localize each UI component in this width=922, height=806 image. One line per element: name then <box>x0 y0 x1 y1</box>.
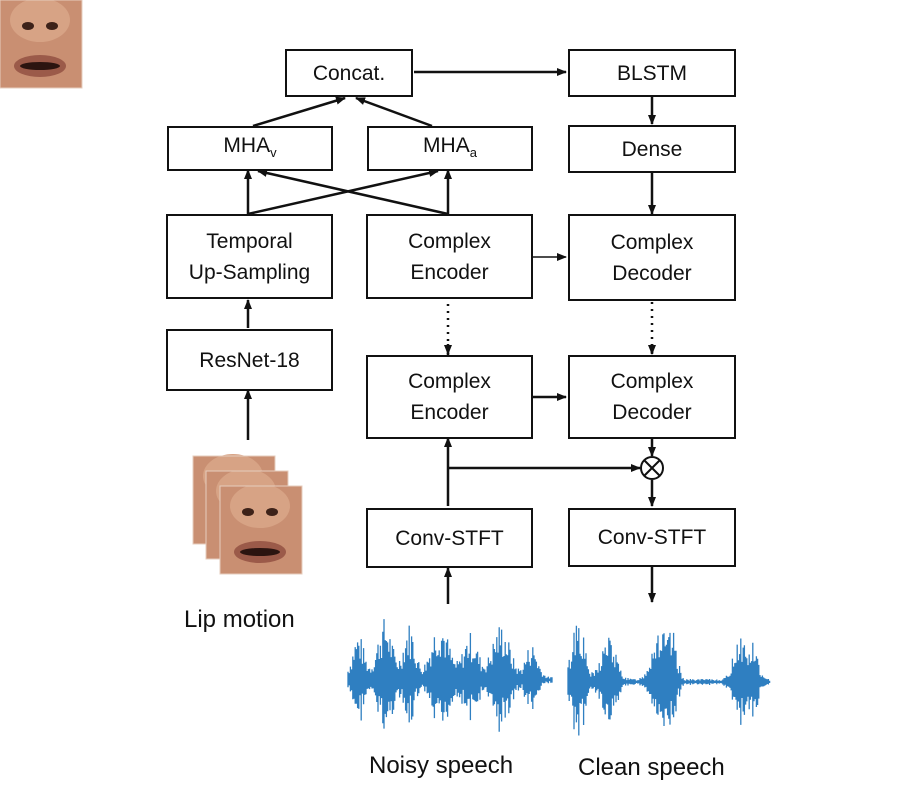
lip-frames-image <box>0 0 303 575</box>
complex-decoder-top-block: Complex Decoder <box>568 214 736 301</box>
complex-decoder-bottom-block: Complex Decoder <box>568 355 736 439</box>
arrow-mhaa-to-concat <box>355 96 433 128</box>
blstm-label: BLSTM <box>616 61 687 85</box>
complex-encoder-top-block: Complex Encoder <box>366 214 533 299</box>
encoder-bottom-line1: Complex <box>408 370 491 393</box>
arrow-temporal-to-mhaa <box>247 169 439 216</box>
temporal-label-line2: Up-Sampling <box>188 260 311 284</box>
mha-v-label: MHAv <box>223 133 277 160</box>
conv-stft-input-label: Conv-STFT <box>395 526 504 550</box>
conv-stft-input-block: Conv-STFT <box>366 508 533 568</box>
decoder-top-line1: Complex <box>610 230 694 254</box>
noisy-speech-waveform <box>347 619 553 732</box>
temporal-label-line1: Temporal <box>206 229 293 253</box>
mha-a-block: MHAa <box>367 126 533 171</box>
multiply-icon <box>640 456 664 480</box>
arrow-mhav-to-concat <box>252 96 346 128</box>
decoder-bottom-line1: Complex <box>610 370 694 393</box>
blstm-block: BLSTM <box>568 49 736 97</box>
concat-label: Concat. <box>312 61 386 85</box>
decoder-bottom-line2: Decoder <box>612 401 692 424</box>
resnet-block: ResNet-18 <box>166 329 333 391</box>
encoder-top-line1: Complex <box>408 229 491 253</box>
decoder-top-line2: Decoder <box>612 261 692 285</box>
resnet-label: ResNet-18 <box>199 348 300 372</box>
conv-stft-output-label: Conv-STFT <box>597 526 707 549</box>
noisy-speech-caption: Noisy speech <box>369 752 514 779</box>
encoder-bottom-line2: Encoder <box>410 401 489 424</box>
dense-label: Dense <box>621 137 683 161</box>
arrow-encoder-to-mhav <box>257 169 449 216</box>
clean-speech-caption: Clean speech <box>578 754 725 781</box>
temporal-upsampling-block: Temporal Up-Sampling <box>166 214 333 299</box>
mha-v-block: MHAv <box>167 126 333 171</box>
conv-stft-output-block: Conv-STFT <box>568 508 736 567</box>
dense-block: Dense <box>568 125 736 173</box>
lip-motion-caption: Lip motion <box>184 606 295 633</box>
encoder-top-line2: Encoder <box>410 260 489 284</box>
concat-block: Concat. <box>285 49 413 97</box>
mha-a-label: MHAa <box>423 133 477 160</box>
complex-encoder-bottom-block: Complex Encoder <box>366 355 533 439</box>
clean-speech-waveform <box>567 625 771 736</box>
